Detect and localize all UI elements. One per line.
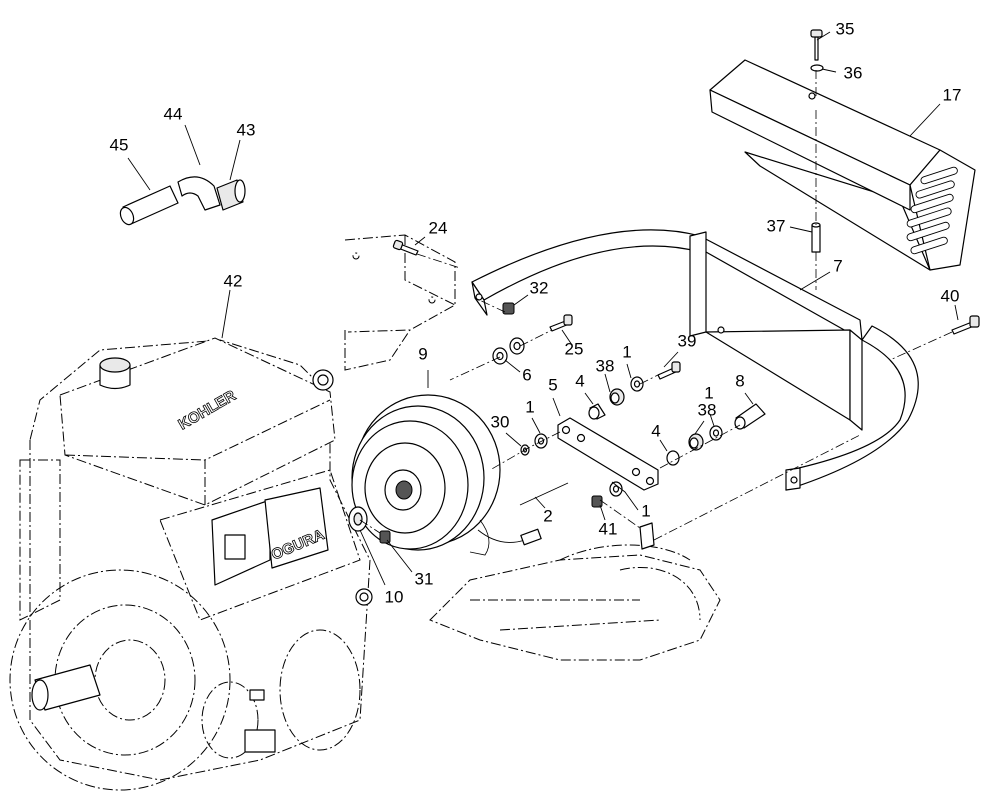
screw-35 (810, 29, 823, 61)
callout-32: 32 (530, 278, 549, 297)
callout-37: 37 (767, 216, 786, 235)
callout-40: 40 (941, 286, 960, 305)
callout-41: 41 (599, 519, 618, 538)
callout-39: 39 (678, 331, 697, 350)
callout-4b: 4 (651, 421, 660, 440)
callout-35: 35 (836, 19, 855, 38)
callout-42: 42 (224, 271, 243, 290)
callout-38b: 38 (698, 400, 717, 419)
callout-1c: 1 (704, 383, 713, 402)
hardware-stack-upper (520, 376, 644, 456)
callout-7: 7 (833, 256, 842, 275)
callout-1d: 1 (641, 501, 650, 520)
callout-43: 43 (237, 120, 256, 139)
callout-36: 36 (844, 63, 863, 82)
callout-labels: 35 36 17 44 43 45 24 37 7 42 32 40 25 9 … (110, 19, 962, 606)
callout-10: 10 (385, 587, 404, 606)
callout-17: 17 (943, 85, 962, 104)
nut-32 (502, 302, 515, 315)
callout-6: 6 (522, 365, 531, 384)
callout-9: 9 (418, 344, 427, 363)
pin-2 (519, 482, 569, 506)
bolt-39 (657, 361, 681, 380)
bolt-25 (549, 314, 573, 332)
spacer-37 (811, 222, 821, 253)
engine-phantom (9, 337, 373, 791)
callout-2: 2 (543, 506, 552, 525)
link-plate-5 (557, 417, 659, 491)
electric-clutch (351, 394, 542, 556)
washers-6 (492, 337, 525, 365)
callout-5: 5 (548, 375, 557, 394)
cover-17 (709, 59, 976, 271)
callout-1b: 1 (525, 397, 534, 416)
callout-45: 45 (110, 135, 129, 154)
bracket-7 (471, 229, 919, 491)
leader-lines (127, 31, 959, 586)
callout-24: 24 (429, 218, 448, 237)
hardware-stack-lower (591, 403, 766, 550)
spacer-4b (666, 450, 680, 466)
frame-bracket-phantom (344, 234, 456, 371)
hose-fittings (119, 176, 246, 226)
callout-8: 8 (735, 371, 744, 390)
washer-10-hole (353, 512, 363, 526)
callout-31: 31 (415, 569, 434, 588)
bolt-40 (951, 315, 980, 335)
callout-44: 44 (164, 104, 183, 123)
callout-30: 30 (491, 412, 510, 431)
chassis-frame-phantom (429, 544, 721, 661)
callout-4a: 4 (575, 371, 584, 390)
callout-1a: 1 (622, 342, 631, 361)
bolt-24 (392, 239, 419, 256)
callout-38a: 38 (596, 356, 615, 375)
washer-36 (810, 64, 824, 72)
callout-25: 25 (565, 339, 584, 358)
assembly-centerlines (359, 70, 953, 541)
frame-stud (639, 522, 655, 550)
